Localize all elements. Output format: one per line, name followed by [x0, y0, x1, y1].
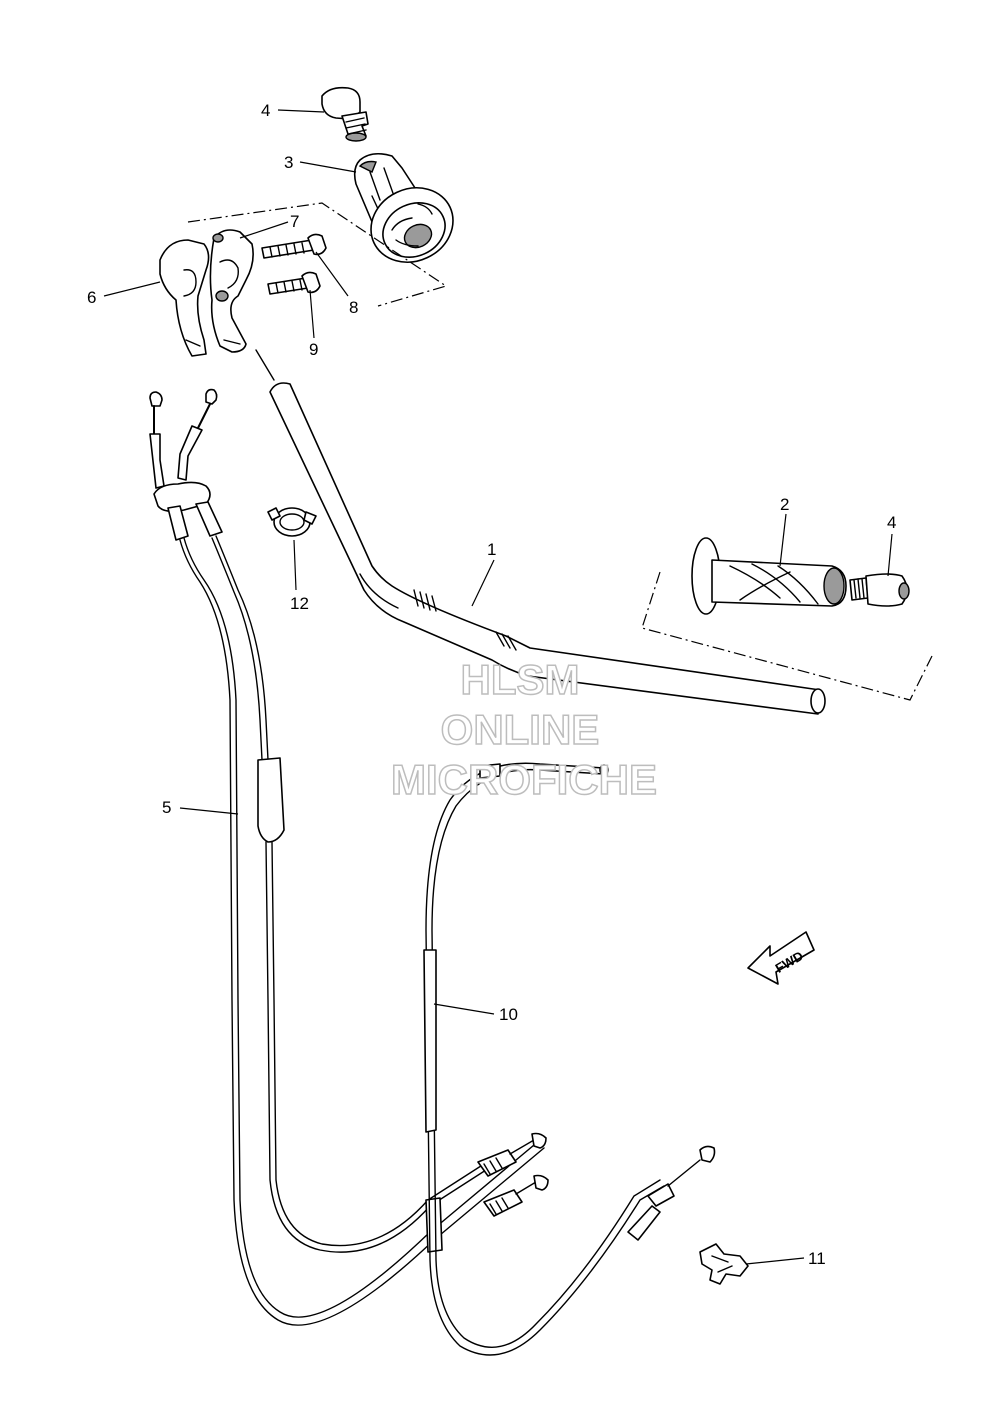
label-part-12: 12	[290, 594, 309, 613]
watermark-line-1: HLSM	[461, 656, 580, 703]
throttle-housing	[159, 229, 254, 357]
watermark-line-2: ONLINE	[441, 706, 600, 753]
screw-lower	[267, 271, 321, 295]
leader-lines	[103, 109, 893, 1265]
label-part-1: 1	[487, 540, 496, 559]
label-part-7: 7	[290, 212, 299, 231]
cable-clamp	[267, 507, 317, 537]
screw-upper	[261, 233, 327, 259]
label-part-2: 2	[780, 495, 789, 514]
forward-direction-arrow: FWD	[747, 931, 815, 985]
secondary-cable	[423, 762, 716, 1356]
grip-group-outline	[641, 571, 933, 701]
assembly-group-outline	[187, 202, 448, 307]
label-part-6: 6	[87, 288, 96, 307]
label-part-3: 3	[284, 153, 293, 172]
label-part-5: 5	[162, 798, 171, 817]
label-part-4-right: 4	[887, 513, 896, 532]
label-part-8: 8	[349, 298, 358, 317]
bar-end-weight-top	[321, 86, 369, 142]
watermark: HLSM ONLINE MICROFICHE	[390, 655, 658, 804]
cable-holder	[699, 1243, 749, 1285]
label-part-9: 9	[309, 340, 318, 359]
handlebar	[255, 349, 826, 715]
label-part-4-top: 4	[261, 101, 270, 120]
label-part-10: 10	[499, 1005, 518, 1024]
throttle-grip	[353, 152, 454, 263]
watermark-line-3: MICROFICHE	[391, 756, 657, 803]
right-grip	[691, 537, 847, 615]
bar-end-weight-right	[849, 573, 910, 607]
label-part-11: 11	[808, 1249, 826, 1268]
